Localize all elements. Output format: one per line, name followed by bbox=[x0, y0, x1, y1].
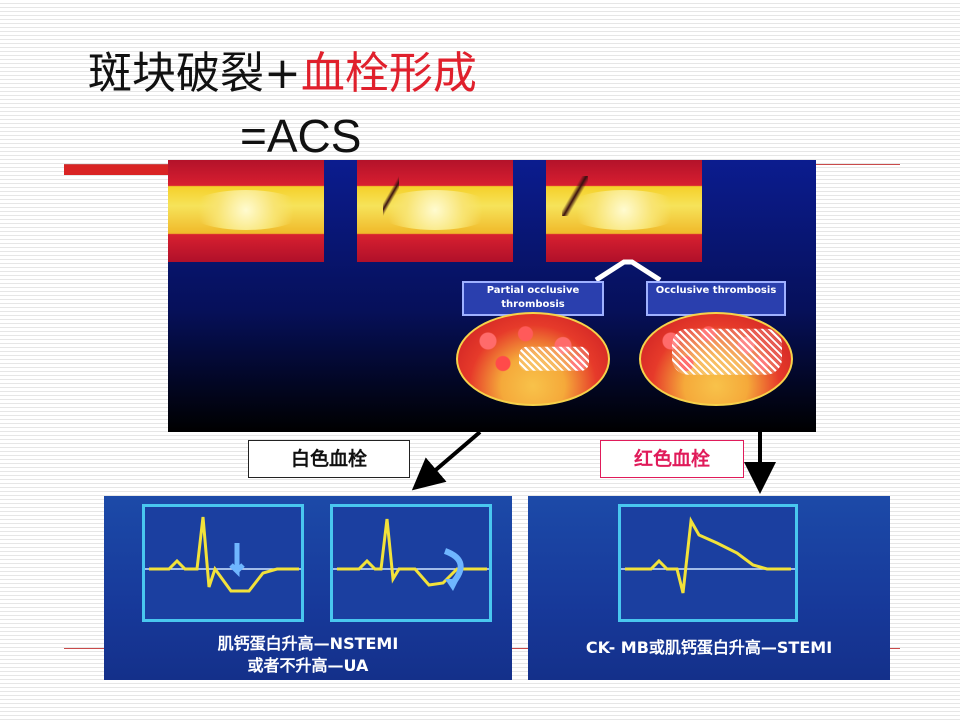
occlusive-thrombus-lumen bbox=[639, 312, 793, 406]
down-arrow-icon bbox=[229, 543, 245, 578]
red-accent-bar bbox=[64, 164, 168, 175]
artery-plaque-rupture bbox=[546, 160, 702, 262]
occlusive-label: Occlusive thrombosis bbox=[646, 281, 786, 316]
artery-stable-plaque bbox=[168, 160, 324, 262]
slide-subtitle: =ACS bbox=[240, 110, 362, 162]
ecg-trace-st-depression bbox=[149, 516, 299, 593]
partial-occlusive-label: Partial occlusive thrombosis bbox=[462, 281, 604, 316]
split-arrows-icon bbox=[594, 259, 662, 283]
ecg-st-depression bbox=[142, 504, 304, 622]
red-thrombus-label: 红色血栓 bbox=[600, 440, 744, 478]
partial-thrombus-lumen bbox=[456, 312, 610, 406]
ecg-trace-t-inversion bbox=[337, 518, 487, 587]
ua-caption: 或者不升高—UA bbox=[247, 656, 369, 675]
title-part-black: 斑块破裂+ bbox=[88, 48, 301, 99]
ecg-panel-nstemi: 肌钙蛋白升高—NSTEMI 或者不升高—UA bbox=[104, 496, 512, 680]
slide-title: 斑块破裂+血栓形成 bbox=[88, 46, 477, 102]
stemi-caption: CK- MB或肌钙蛋白升高—STEMI bbox=[585, 638, 833, 657]
ecg-trace-st-elevation bbox=[625, 516, 791, 594]
artery-plaque-fissure bbox=[357, 160, 513, 262]
ecg-panel-stemi: CK- MB或肌钙蛋白升高—STEMI bbox=[528, 496, 890, 680]
plaque-rupture-figure: Partial occlusive thrombosis Occlusive t… bbox=[168, 160, 816, 432]
nstemi-caption: 肌钙蛋白升高—NSTEMI bbox=[217, 634, 399, 653]
title-part-red: 血栓形成 bbox=[300, 48, 477, 99]
white-thrombus-label: 白色血栓 bbox=[248, 440, 410, 478]
arrow-to-nstemi-icon bbox=[411, 430, 482, 491]
ecg-st-elevation bbox=[618, 504, 798, 622]
thrombus-arrows bbox=[411, 430, 776, 494]
ecg-t-inversion bbox=[330, 504, 492, 622]
